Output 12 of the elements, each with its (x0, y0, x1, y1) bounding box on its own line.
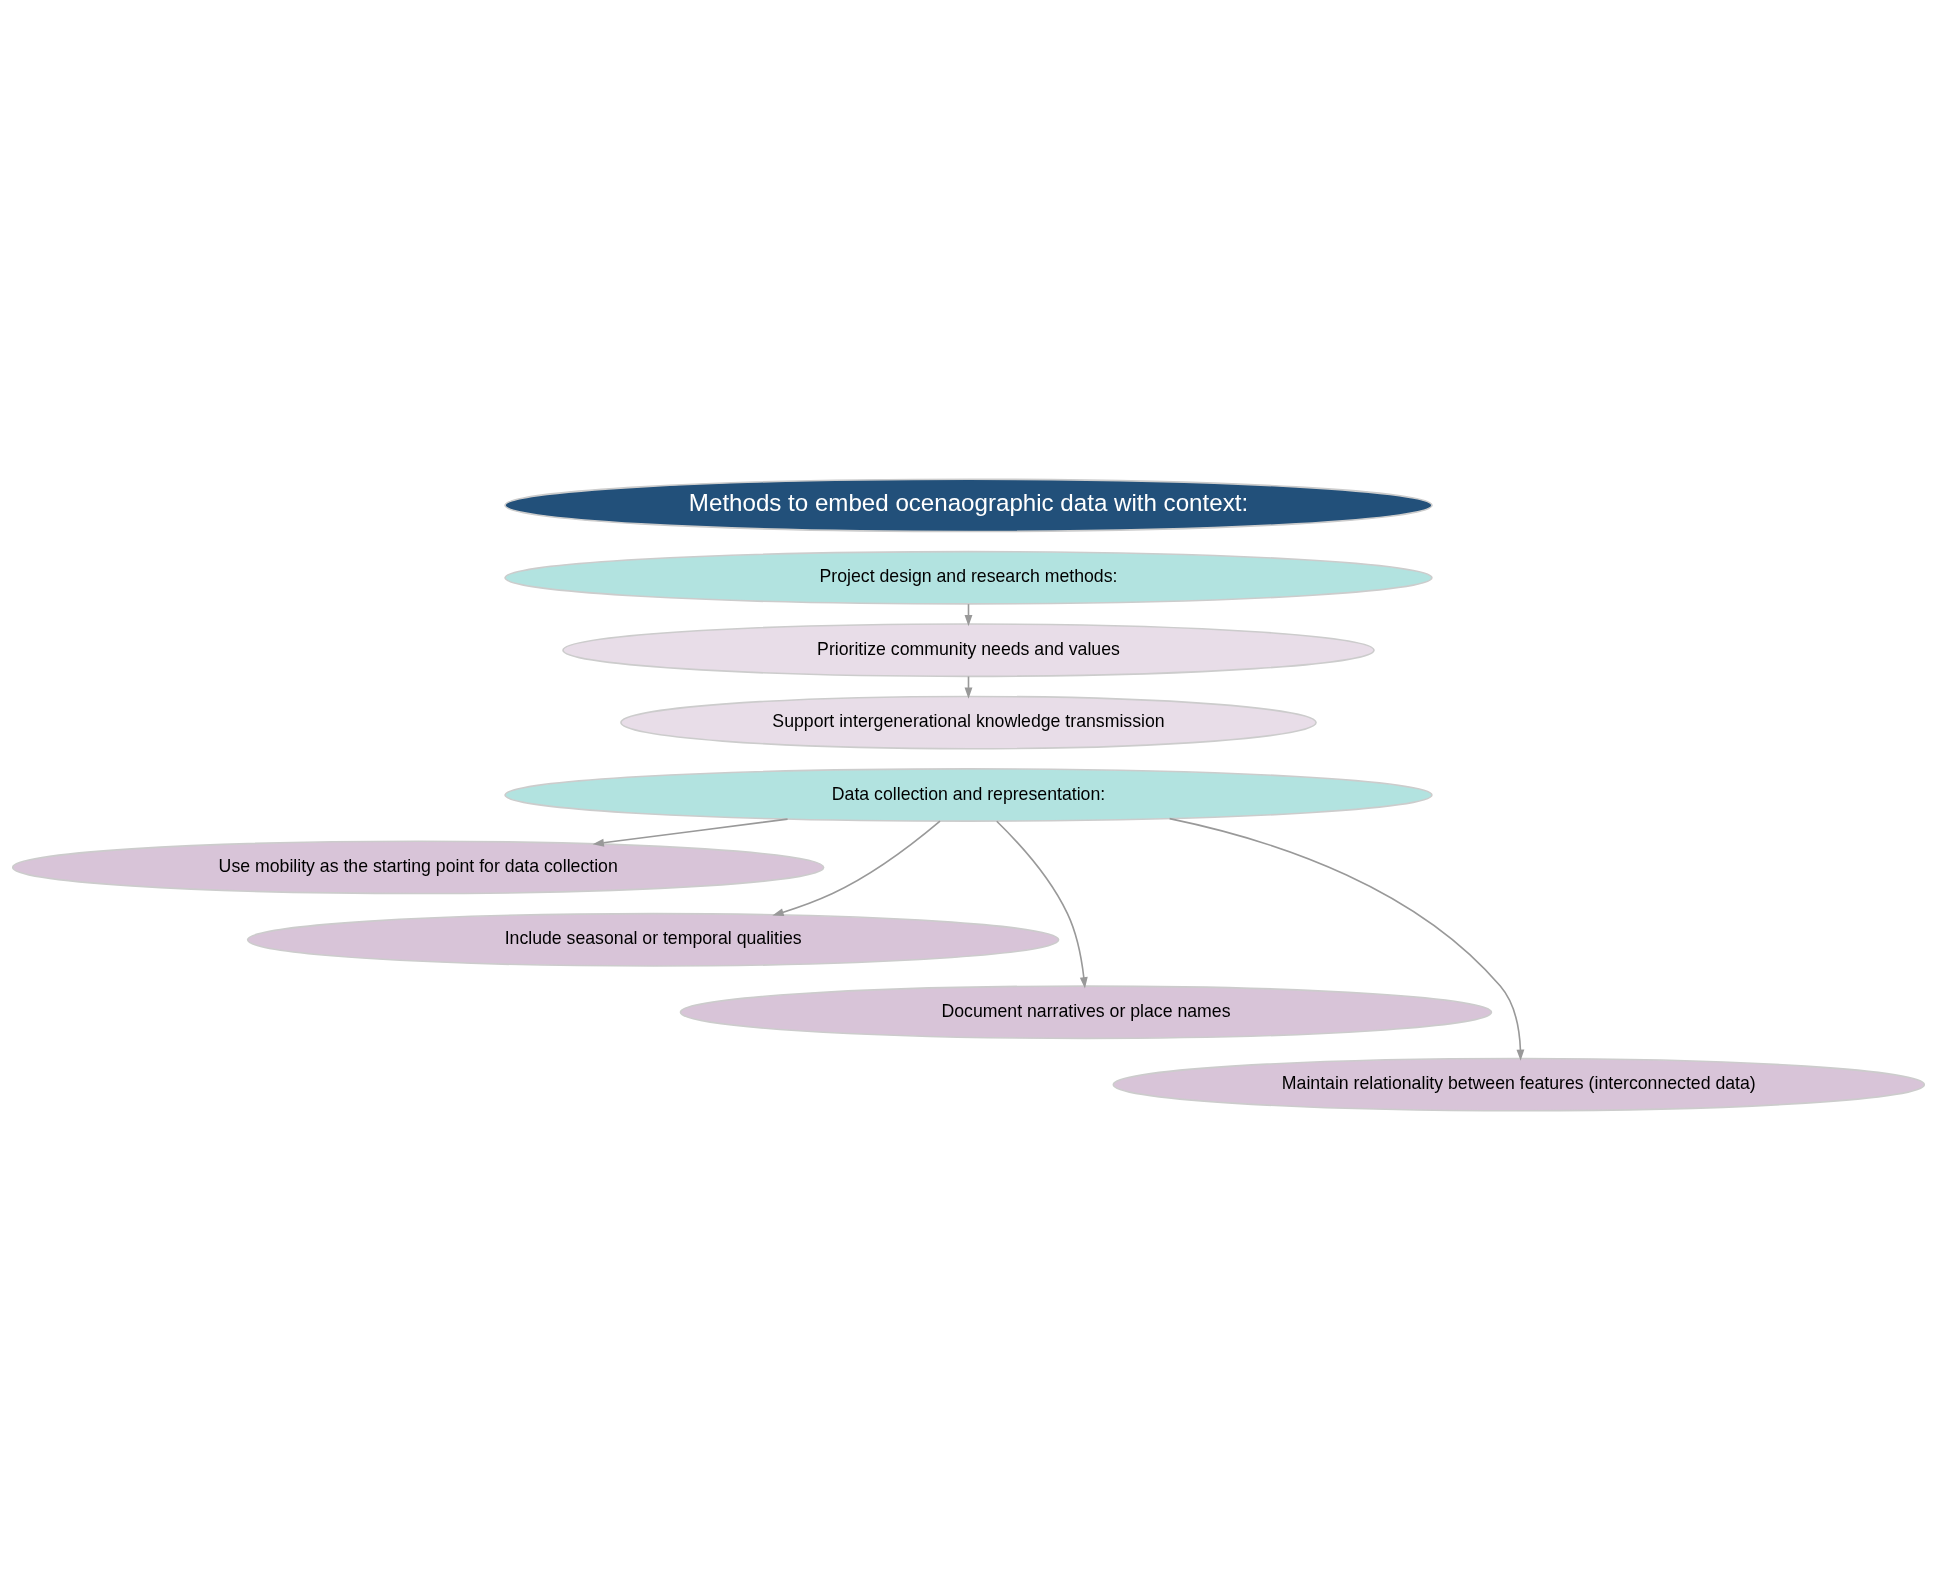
node-ellipse: Maintain relationality between features (interconnected data) (1112, 1057, 1925, 1112)
arrow (995, 820, 1088, 989)
node-ellipse: Data collection and representation: (503, 768, 1433, 822)
node-ellipse: Methods to embed ocenaographic data with context: (503, 478, 1433, 533)
node-ellipse: Include seasonal or temporal qualities (246, 912, 1059, 967)
node-ellipse: Prioritize community needs and values (561, 623, 1375, 678)
node-ellipse: Project design and research methods: (503, 550, 1433, 605)
arrow (592, 818, 788, 847)
arrow (771, 820, 941, 917)
node-ellipse: Support intergenerational knowledge transmission (619, 695, 1317, 750)
arrow (1168, 817, 1524, 1061)
node-ellipse: Document narratives or place names (679, 985, 1492, 1040)
